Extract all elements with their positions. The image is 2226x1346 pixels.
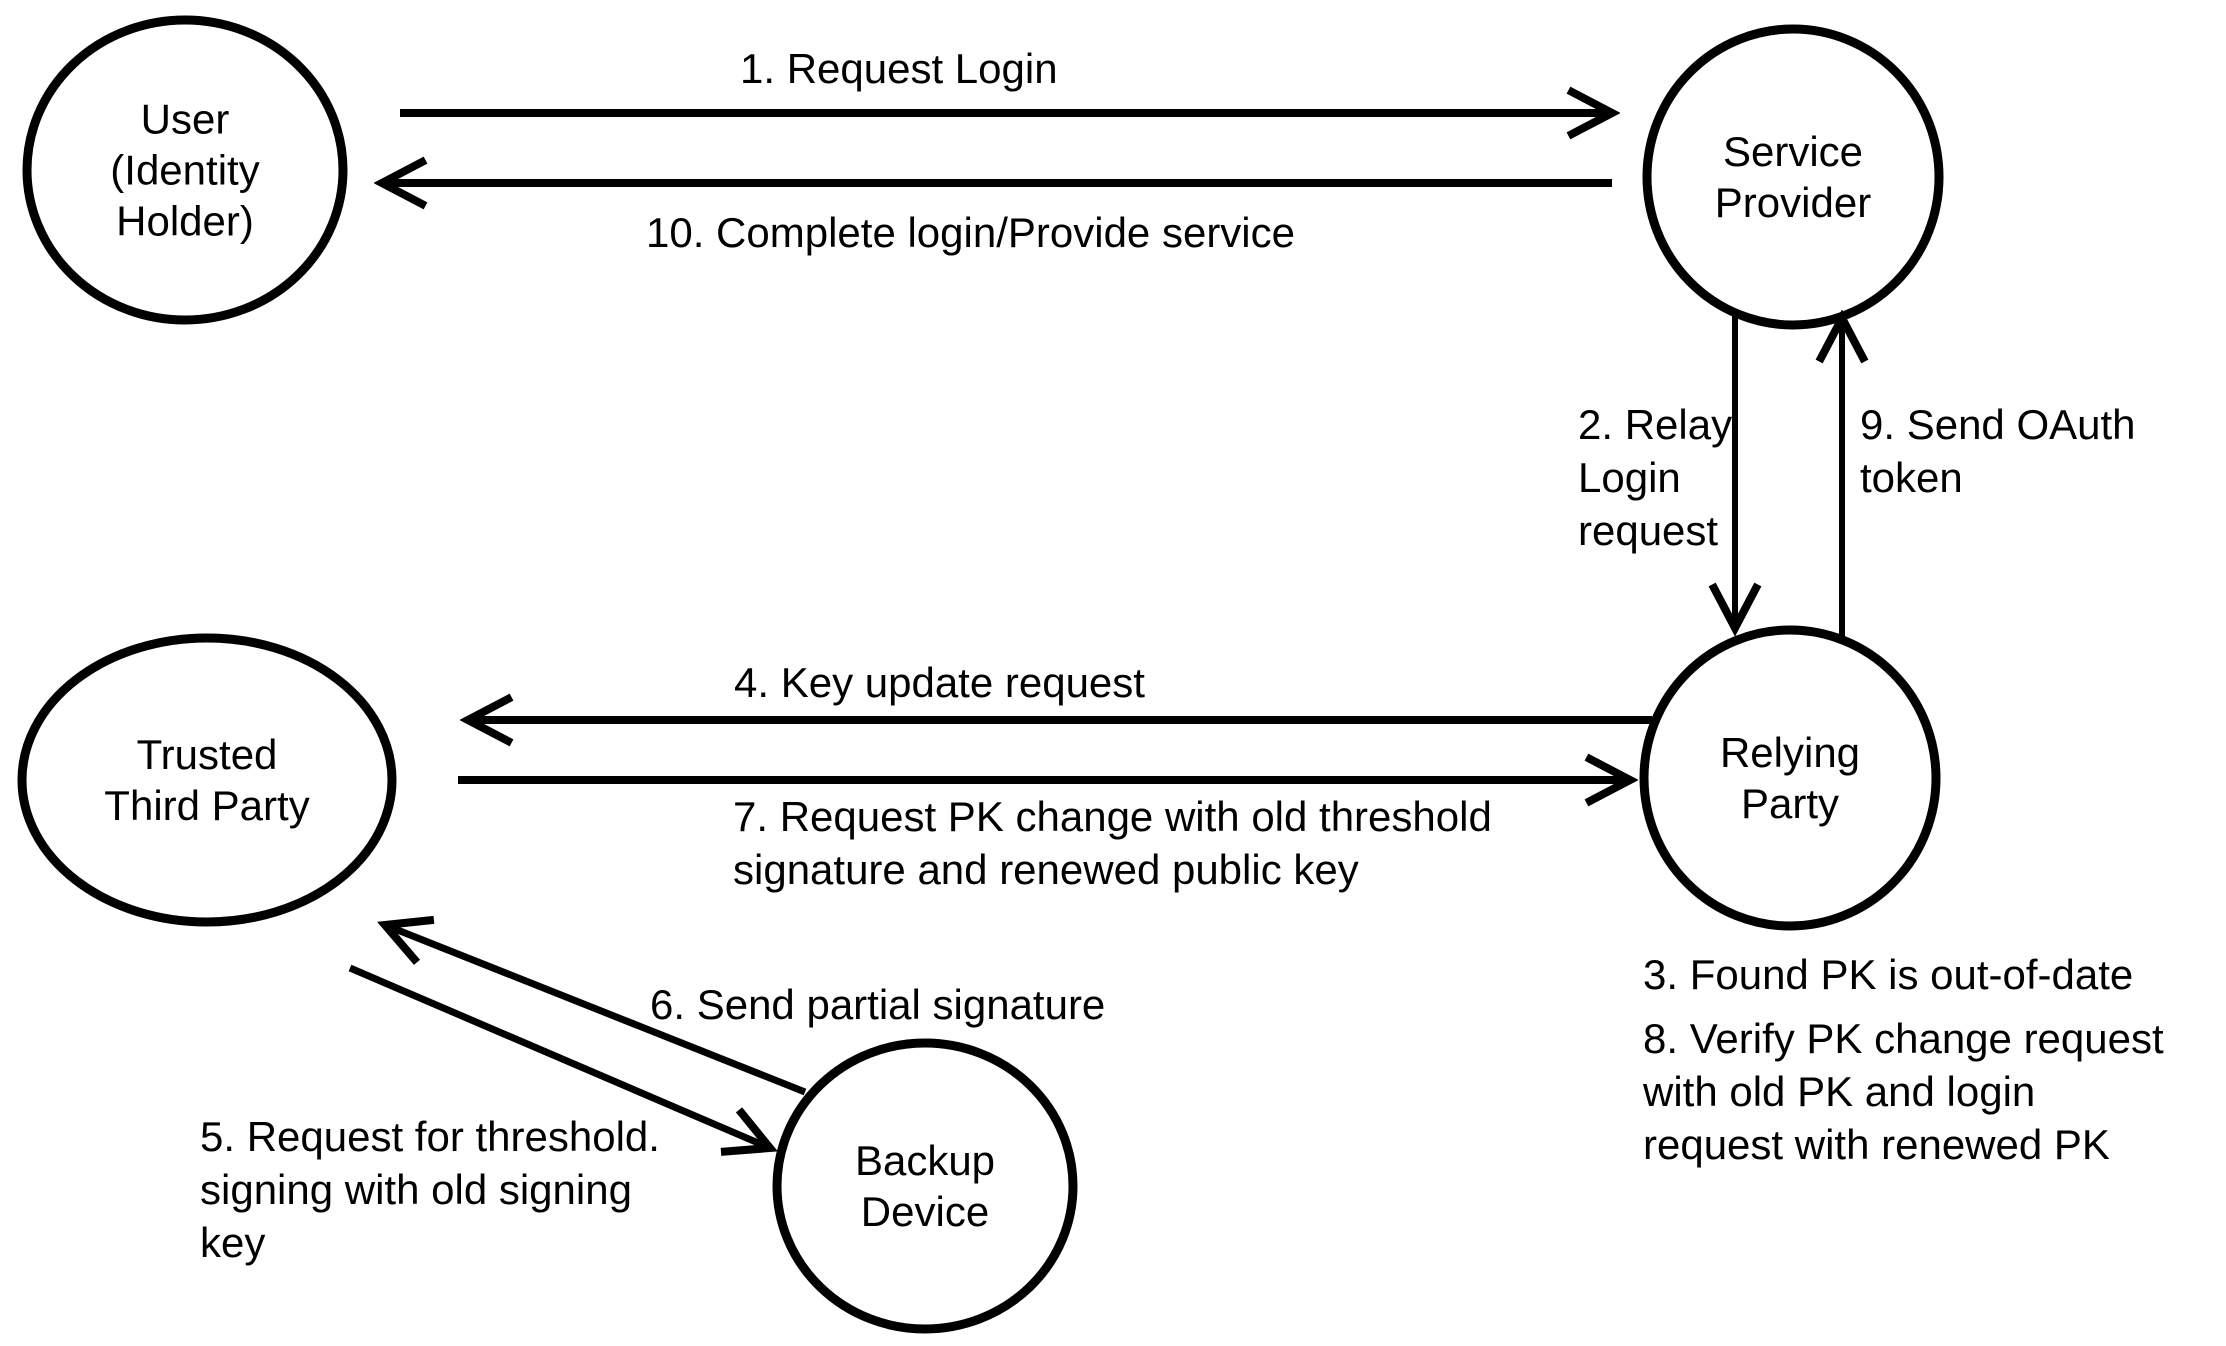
node-user-shape — [22, 15, 348, 325]
arrow-5-request-threshold-signing — [348, 964, 770, 1148]
label-6: 6. Send partial signature — [650, 981, 1106, 1028]
label-8: 8. Verify PK change request with old PK … — [1643, 1015, 2164, 1168]
node-backup-device-shape — [772, 1038, 1078, 1334]
arrow-6-send-partial-signature — [385, 925, 807, 1096]
node-service-provider-shape — [1642, 24, 1944, 330]
node-backup-device-label: Backup Device — [854, 1137, 996, 1235]
diagram-shapes — [17, 15, 1944, 1334]
label-1: 1. Request Login — [740, 45, 1058, 92]
label-4: 4. Key update request — [734, 659, 1145, 706]
node-user-label: User (Identity Holder) — [110, 95, 260, 245]
node-relying-party-shape — [1639, 625, 1941, 931]
label-5: 5. Request for threshold. signing with o… — [200, 1113, 660, 1266]
node-service-provider-label: Service Provider — [1714, 128, 1872, 226]
node-relying-party-label: Relying Party — [1719, 729, 1861, 827]
label-2: 2. Relay Login request — [1578, 401, 1733, 554]
node-trusted-third-party-label: Trusted Third Party — [104, 731, 310, 829]
label-3: 3. Found PK is out-of-date — [1643, 951, 2134, 998]
label-10: 10. Complete login/Provide service — [646, 209, 1295, 256]
label-9: 9. Send OAuth token — [1860, 401, 2136, 501]
label-7: 7. Request PK change with old threshold … — [733, 793, 1492, 893]
node-trusted-third-party-shape — [17, 633, 397, 927]
